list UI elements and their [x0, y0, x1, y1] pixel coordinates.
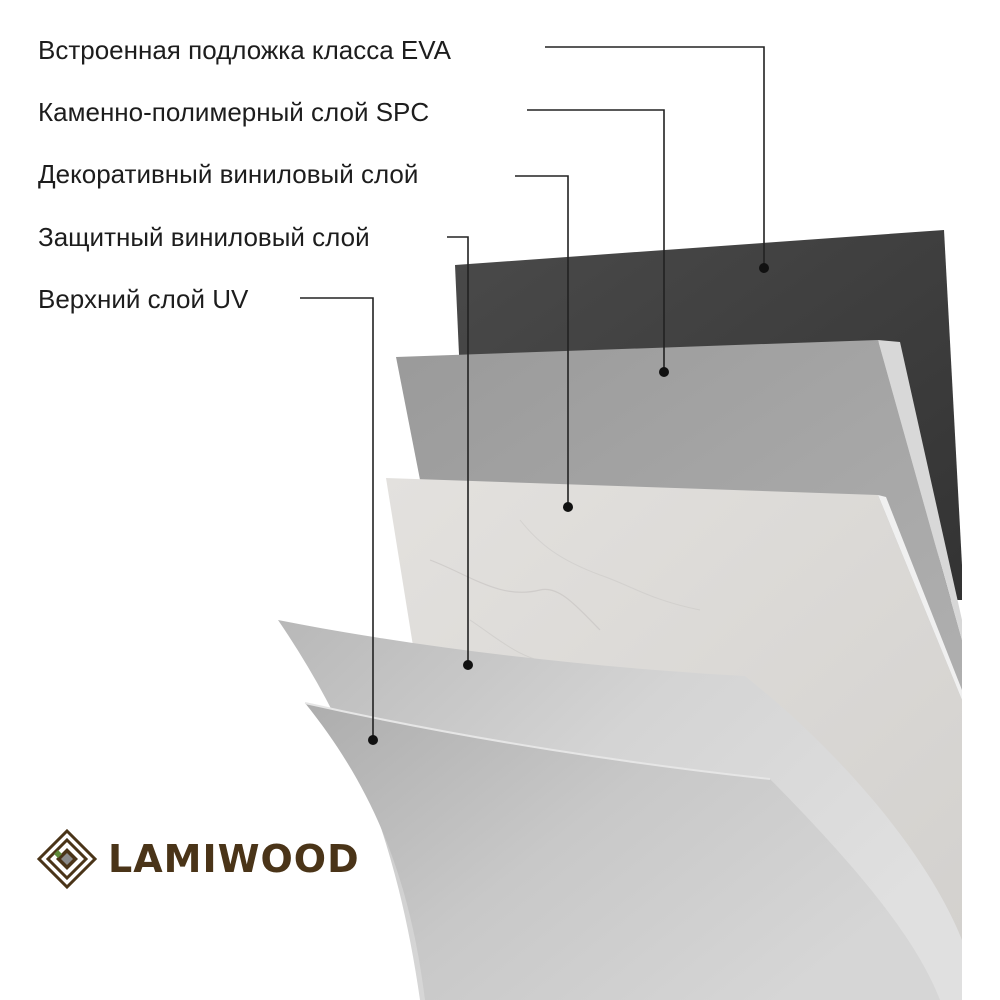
marker-dot-protective — [463, 660, 473, 670]
marker-dot-eva — [759, 263, 769, 273]
label-decorative-vinyl: Декоративный виниловый слой — [38, 159, 419, 189]
brand-logo: LAMIWOOD — [36, 827, 360, 891]
leader-line-eva — [545, 46, 765, 268]
label-spc-core: Каменно-полимерный слой SPC — [38, 97, 430, 127]
marker-dot-spc — [659, 367, 669, 377]
marker-dot-uv — [368, 735, 378, 745]
leader-line-protective — [447, 236, 469, 665]
marker-dot-decorative — [563, 502, 573, 512]
uv-layer — [305, 703, 940, 1000]
leader-line-decorative — [515, 175, 569, 507]
label-uv-top: Верхний слой UV — [38, 284, 249, 314]
leader-line-uv — [300, 297, 374, 740]
leader-line-spc — [527, 109, 665, 372]
label-eva-underlay: Встроенная подложка класса EVA — [38, 35, 451, 65]
lamiwood-emblem-icon — [36, 828, 98, 890]
brand-name: LAMIWOOD — [108, 837, 360, 881]
label-protective-vinyl: Защитный виниловый слой — [38, 222, 370, 252]
